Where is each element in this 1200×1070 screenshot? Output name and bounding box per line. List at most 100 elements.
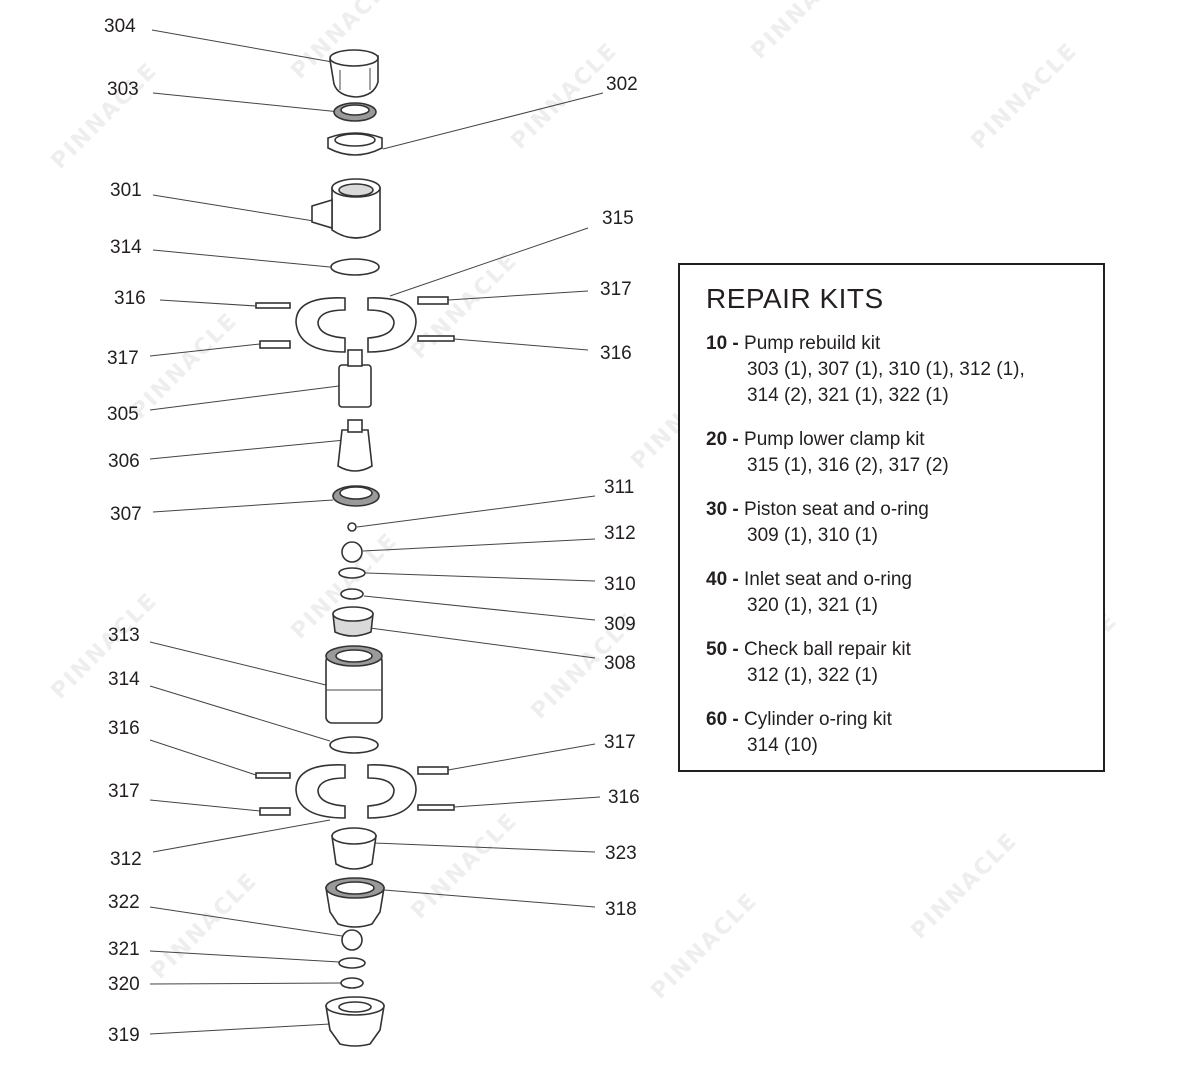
repair-kit-parts: 314 (2), 321 (1), 322 (1)	[747, 385, 949, 406]
leader-line-313	[149, 641, 331, 687]
callout-label-314: 314	[108, 669, 140, 690]
leader-line-307	[152, 499, 334, 513]
callout-label-312: 312	[604, 523, 636, 544]
leader-line-308	[369, 627, 596, 659]
part-312-ball	[341, 541, 363, 563]
leader-lines	[149, 29, 604, 1035]
part-303-seal	[333, 102, 377, 122]
watermark-text: PINNACLE	[127, 308, 243, 424]
leader-line-306	[149, 439, 346, 460]
repair-kits-title: REPAIR KITS	[706, 283, 884, 314]
callout-label-309: 309	[604, 614, 636, 635]
callout-label-308: 308	[604, 653, 636, 674]
watermark-text: PINNACLE	[507, 38, 623, 154]
part-319-inlet	[325, 996, 385, 1047]
part-307-seal	[332, 485, 380, 507]
watermark-text: PINNACLE	[147, 868, 263, 984]
callout-label-317: 317	[107, 348, 139, 369]
leader-line-316	[149, 739, 257, 776]
repair-kit-name: Check ball repair kit	[744, 639, 911, 660]
callout-label-322: 322	[108, 892, 140, 913]
leader-line-322	[149, 906, 343, 937]
part-311-retainer	[347, 522, 357, 532]
part-304-nut	[329, 49, 379, 98]
callout-label-311: 311	[604, 477, 634, 498]
repair-kit-name: Inlet seat and o-ring	[744, 569, 912, 590]
repair-kit-number: 20 -	[706, 429, 745, 450]
repair-kit-parts: 314 (10)	[747, 735, 818, 756]
callout-label-304: 304	[104, 16, 136, 37]
watermark-text: PINNACLE	[407, 248, 523, 364]
part-317-pin	[417, 766, 449, 775]
part-313-cylinder	[325, 645, 383, 724]
part-321-oring	[338, 957, 366, 969]
repair-kit-header: 30 - Piston seat and o-ring	[706, 497, 1103, 523]
repair-kit-name: Pump rebuild kit	[744, 333, 881, 354]
callout-label-318: 318	[605, 899, 637, 920]
leader-line-316	[159, 299, 257, 307]
leader-line-302	[382, 92, 604, 150]
part-301-housing	[311, 178, 381, 239]
part-309-seat	[340, 588, 364, 600]
callout-label-303: 303	[107, 79, 139, 100]
callout-label-320: 320	[108, 974, 140, 995]
callout-label-305: 305	[107, 404, 139, 425]
part-315-clamp	[295, 297, 417, 353]
leader-line-318	[383, 889, 596, 908]
repair-kit-header: 20 - Pump lower clamp kit	[706, 427, 1103, 453]
leader-line-304	[151, 29, 339, 64]
leader-line-317	[447, 290, 589, 301]
leader-line-303	[152, 92, 341, 113]
repair-kit-name: Pump lower clamp kit	[744, 429, 925, 450]
part-306-piston-body	[337, 419, 373, 472]
repair-kit-header: 40 - Inlet seat and o-ring	[706, 567, 1103, 593]
leader-line-319	[149, 1023, 331, 1035]
repair-kit-number: 30 -	[706, 499, 745, 520]
repair-kit-number: 50 -	[706, 639, 745, 660]
pump-parts	[255, 49, 455, 1047]
watermark-text: PINNACLE	[647, 888, 763, 1004]
repair-kit-parts: 309 (1), 310 (1)	[747, 525, 878, 546]
callout-label-319: 319	[108, 1025, 140, 1046]
part-316-pin	[255, 772, 291, 779]
callout-label-317: 317	[600, 279, 632, 300]
callout-label-316: 316	[600, 343, 632, 364]
watermark-text: PINNACLE	[407, 808, 523, 924]
callout-label-316: 316	[114, 288, 146, 309]
leader-line-314	[152, 249, 331, 268]
callout-label-310: 310	[604, 574, 636, 595]
watermark-text: PINNACLE	[967, 38, 1083, 154]
watermark-text: PINNACLE	[47, 58, 163, 174]
leader-line-320	[149, 982, 342, 985]
leader-line-316	[453, 338, 589, 351]
callout-label-316: 316	[608, 787, 640, 808]
repair-kit-header: 60 - Cylinder o-ring kit	[706, 707, 1103, 733]
callout-label-306: 306	[108, 451, 140, 472]
leader-line-312	[152, 819, 331, 853]
part-320-seat	[340, 977, 364, 989]
callout-label-307: 307	[110, 504, 142, 525]
part-305-piston	[338, 349, 372, 408]
leader-line-314	[149, 685, 331, 742]
callout-label-301: 301	[110, 180, 142, 201]
part-316-pin	[255, 302, 291, 309]
part-315-lower-clamp	[295, 764, 417, 819]
part-308-nut	[332, 606, 374, 637]
callout-label-323: 323	[605, 843, 637, 864]
part-317-pin	[259, 807, 291, 816]
callout-label-312: 312	[110, 849, 142, 870]
watermark-text: PINNACLE	[47, 588, 163, 704]
leader-line-321	[149, 950, 340, 963]
leader-line-317	[149, 343, 261, 357]
leader-line-312	[362, 538, 596, 552]
part-314-oring	[330, 258, 380, 276]
repair-kit-parts: 320 (1), 321 (1)	[747, 595, 878, 616]
repair-kit-number: 60 -	[706, 709, 745, 730]
